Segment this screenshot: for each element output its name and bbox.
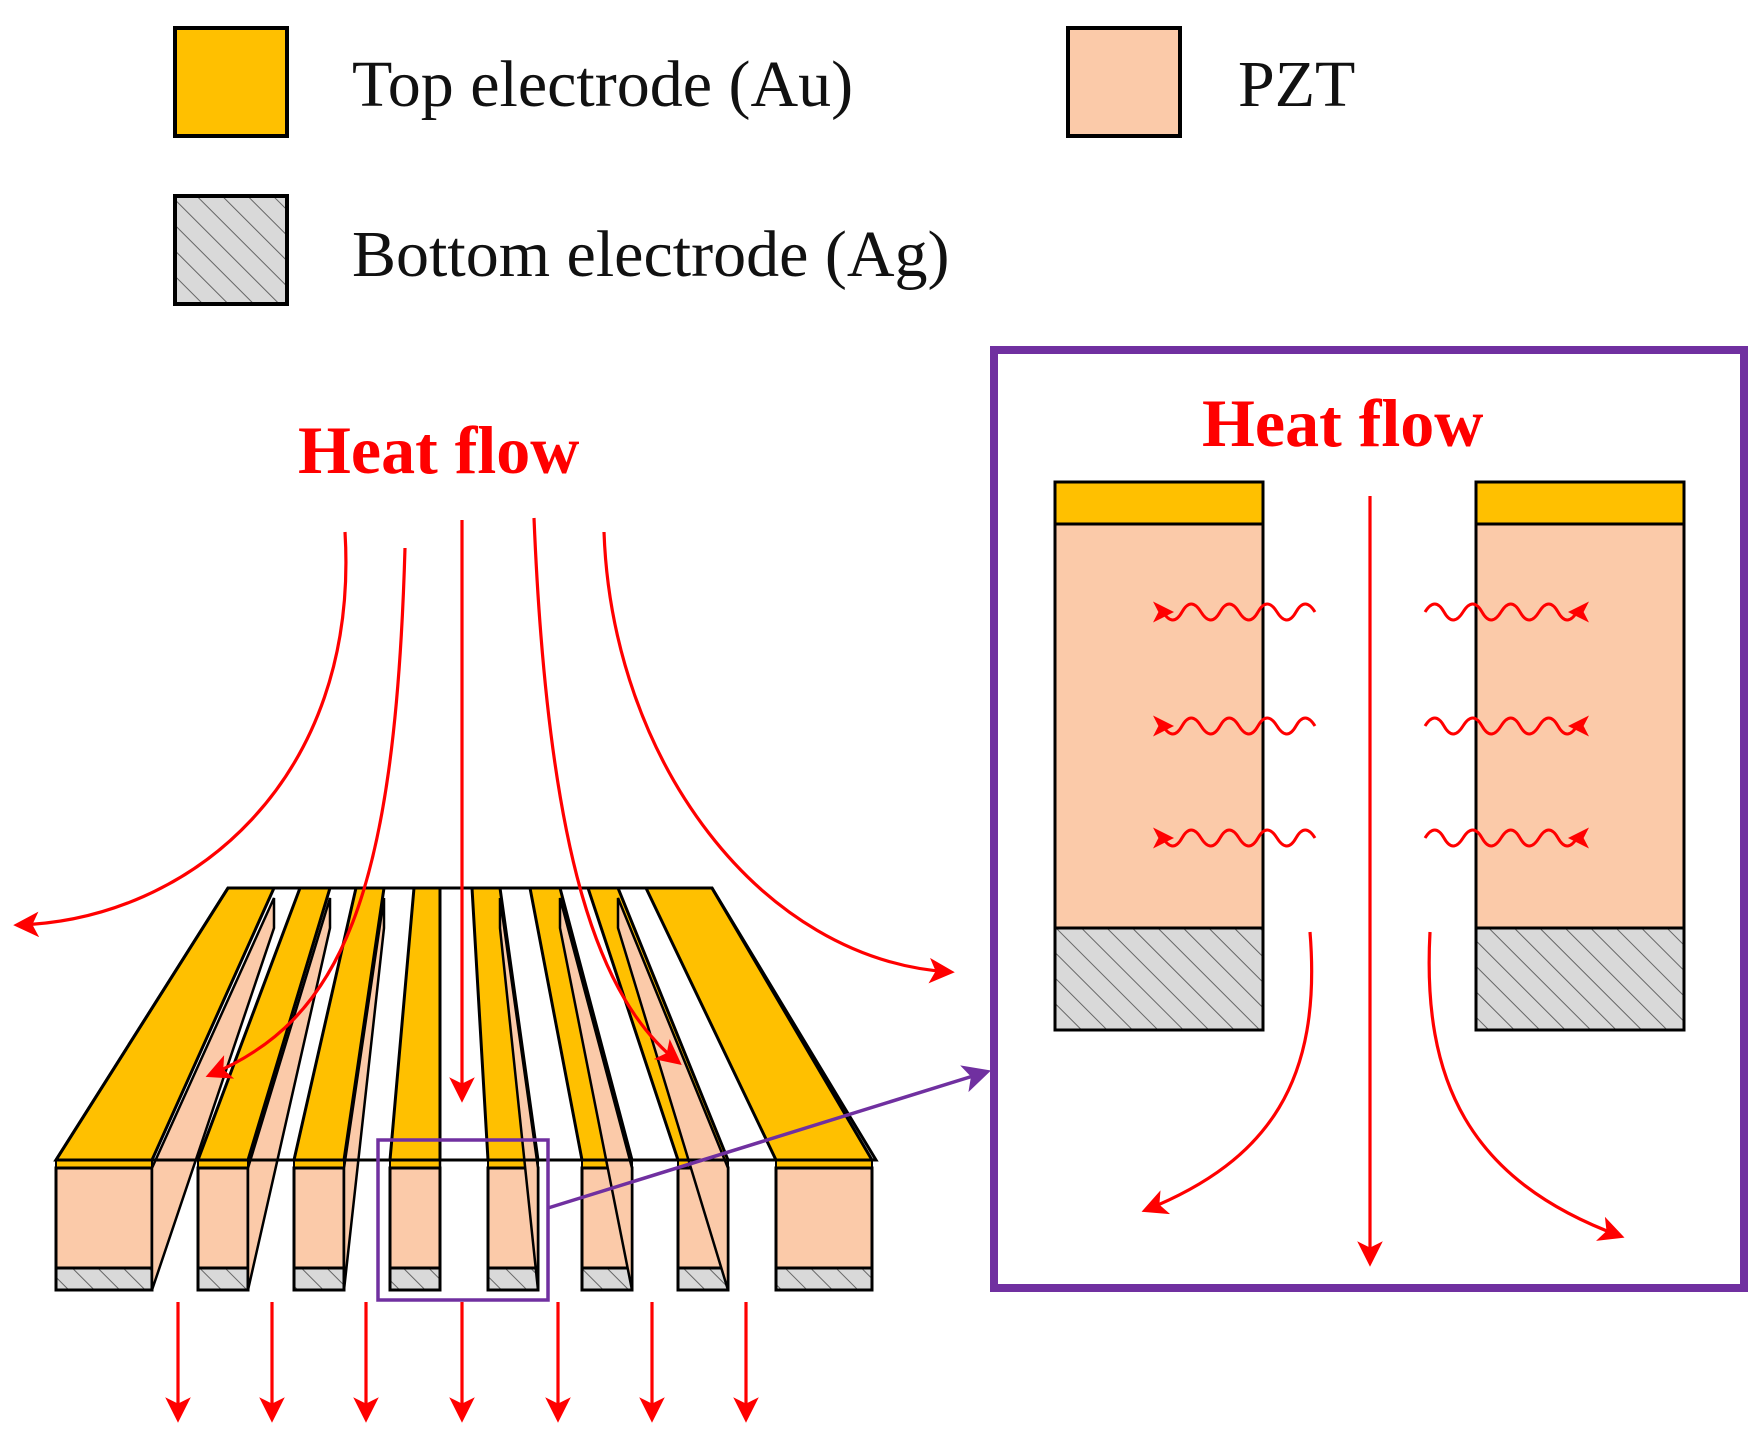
heat-flow-label-left: Heat flow (298, 412, 579, 488)
legend-item-bottom-electrode: Bottom electrode (Ag) (173, 194, 949, 306)
finger-side-6 (558, 897, 634, 1291)
finger-pzt-front-1 (54, 1166, 154, 1270)
zoom-heat-arrow-left (1141, 931, 1314, 1215)
legend: Top electrode (Au) PZT Bottom electrode … (173, 26, 1355, 306)
zoom-link-arrow (547, 1065, 992, 1210)
radiation-arrow-left-2 (1153, 715, 1317, 737)
zoom-finger-left-ag (1053, 926, 1265, 1032)
radiation-arrow-left-3 (1153, 827, 1317, 849)
zoom-finger-right-ag (1474, 926, 1686, 1032)
finger-pzt-front-4 (388, 1166, 442, 1270)
finger-side-2 (246, 897, 332, 1291)
finger-ag-front-3 (292, 1266, 346, 1292)
radiation-arrow-left-1 (1153, 601, 1317, 623)
zoom-finger-right (1474, 480, 1686, 1032)
heat-arrow-curve-inner-right (532, 517, 682, 1065)
finger-side-7 (616, 897, 730, 1291)
radiation-arrows (1153, 601, 1589, 849)
finger-ag-front-2 (196, 1266, 250, 1292)
finger-side-3 (342, 897, 386, 1291)
zoom-selection-box (376, 1138, 550, 1302)
radiation-arrow-right-2 (1423, 715, 1589, 737)
heat-out-arrows (165, 1302, 759, 1423)
heat-arrow-curve-outer-right (602, 531, 955, 984)
legend-swatch-hatched (173, 194, 289, 306)
zoom-finger-left-pzt (1053, 522, 1265, 930)
legend-label-pzt: PZT (1238, 48, 1355, 121)
finger-ag-front-5 (486, 1266, 540, 1292)
legend-label-bottom-electrode: Bottom electrode (Ag) (352, 218, 949, 291)
zoom-heat-arrow-right (1427, 931, 1625, 1241)
finger-pzt-front-8 (774, 1166, 874, 1270)
finger-ag-front-8 (774, 1266, 874, 1292)
zoom-finger-right-gold (1474, 480, 1686, 526)
heat-arrow-curve-inner-left (205, 547, 407, 1079)
radiation-arrow-right-3 (1423, 827, 1589, 849)
finger-pzt-front-2 (196, 1166, 250, 1270)
zoom-finger-left-gold (1053, 480, 1265, 526)
finger-ag-front-4 (388, 1266, 442, 1292)
zoom-heat-arrows (1141, 496, 1625, 1267)
legend-swatch-gold (173, 26, 289, 138)
finger-pzt-front-3 (292, 1166, 346, 1270)
heat-flow-label-right: Heat flow (1202, 385, 1483, 461)
zoom-finger-left (1053, 480, 1265, 1032)
finger-top-gold-4 (388, 886, 442, 1162)
finger-ag-front-1 (54, 1266, 154, 1292)
finger-ag-front-6 (580, 1266, 634, 1292)
finger-ag-front-7 (676, 1266, 730, 1292)
heat-flow-arrows-left (13, 517, 955, 1103)
finger-side-5 (498, 897, 540, 1291)
legend-item-pzt: PZT (1066, 26, 1355, 138)
finger-side-1 (150, 897, 276, 1291)
legend-item-top-electrode: Top electrode (Au) (173, 26, 853, 138)
legend-swatch-pzt (1066, 26, 1182, 138)
comb-structure (53, 886, 879, 1292)
zoom-panel: Heat flow (990, 346, 1748, 1292)
comb-outline (53, 886, 879, 1162)
zoom-finger-right-pzt (1474, 522, 1686, 930)
heat-arrow-curve-outer-left (13, 531, 348, 938)
legend-label-top-electrode: Top electrode (Au) (352, 48, 853, 121)
radiation-arrow-right-1 (1423, 601, 1589, 623)
